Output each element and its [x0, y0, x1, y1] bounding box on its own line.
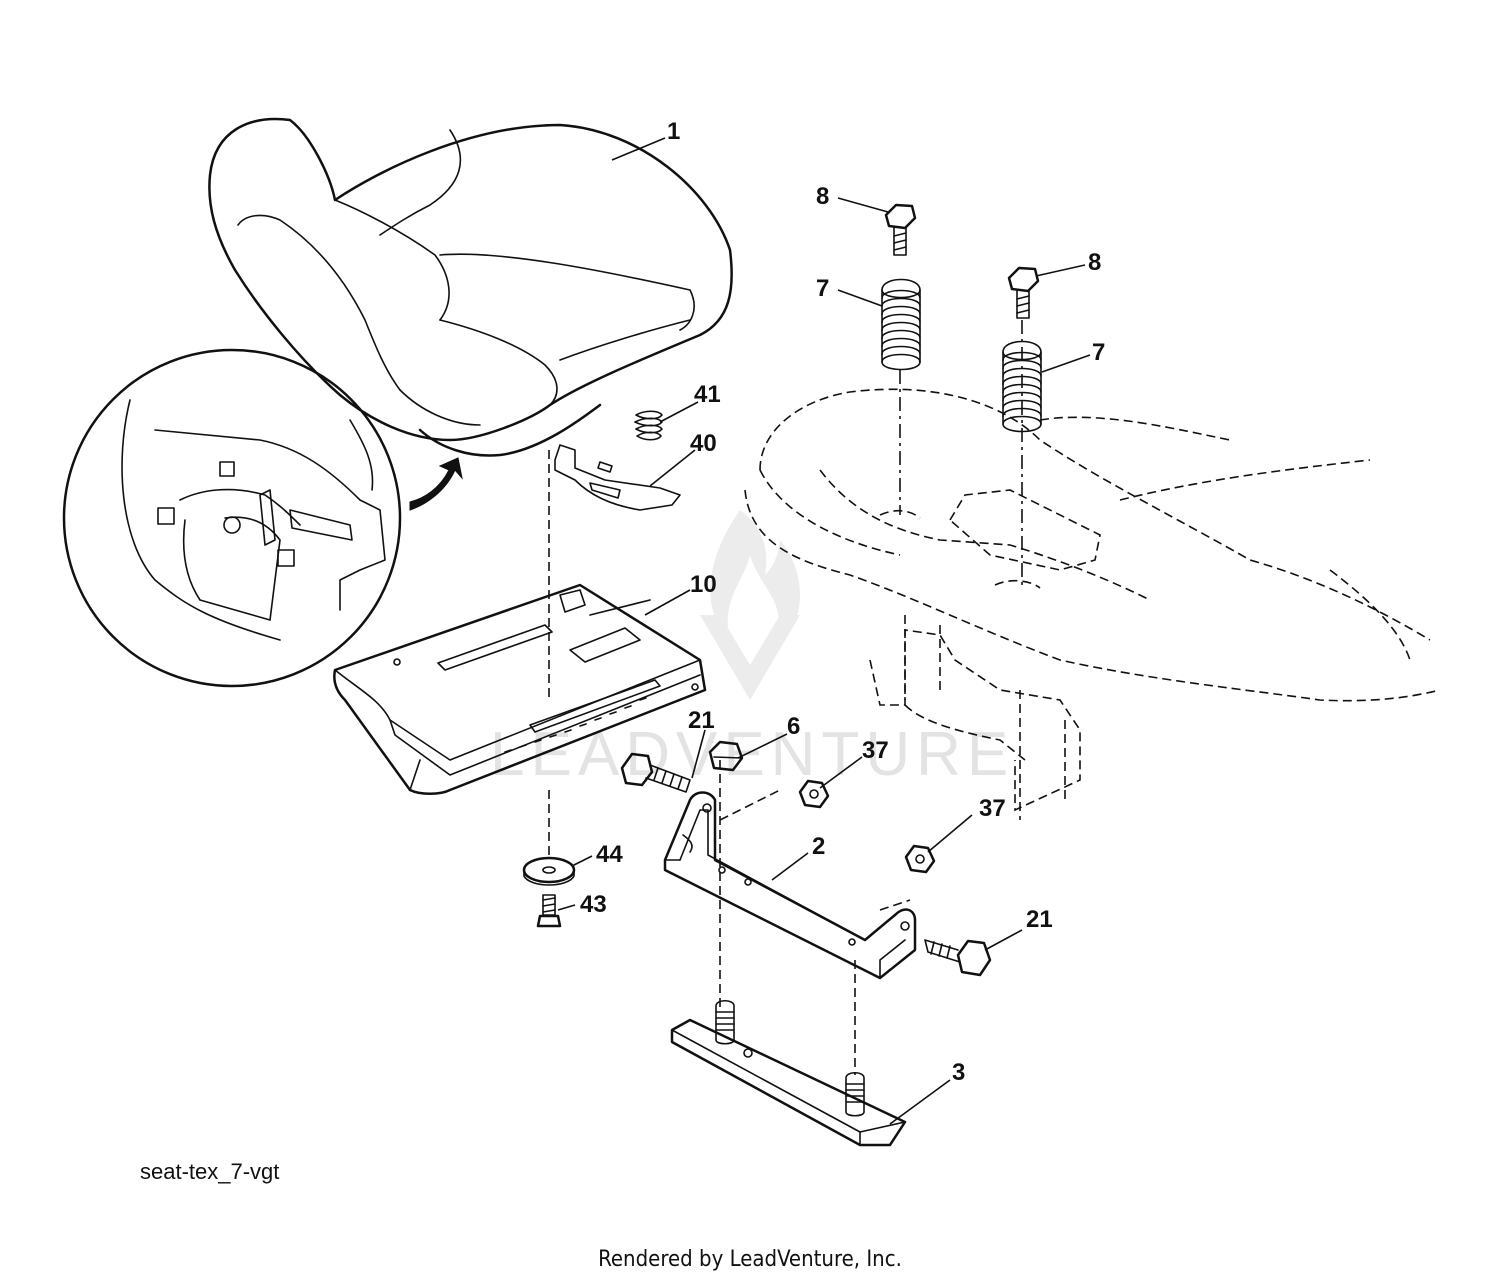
bolt-part-8-a — [884, 203, 917, 256]
hex-bolt-part-21-b — [924, 939, 992, 977]
callout-labels: 1 8 8 7 7 41 40 10 21 6 37 37 2 21 44 43… — [580, 118, 1105, 1086]
rotate-arrow-icon — [409, 457, 463, 511]
callout-7: 7 — [816, 275, 829, 302]
alignment-lines — [548, 320, 1023, 1075]
switch-bracket-part-40 — [554, 444, 681, 511]
spring-part-7-b — [1002, 340, 1042, 433]
nut-part-6 — [708, 740, 744, 772]
nut-part-37-a — [798, 779, 830, 809]
callout-3: 3 — [952, 1059, 965, 1086]
nut-part-37-b — [904, 844, 936, 874]
callout-43: 43 — [580, 891, 607, 918]
footer-credit: Rendered by LeadVenture, Inc. — [598, 1247, 902, 1272]
watermark-text: LEADVENTURE — [490, 720, 1014, 789]
callout-2: 2 — [812, 833, 825, 860]
diagram-code: seat-tex_7-vgt — [140, 1159, 279, 1184]
callout-37: 37 — [862, 737, 889, 764]
watermark: LEADVENTURE — [490, 510, 1014, 789]
detail-inset — [62, 348, 463, 688]
callout-40: 40 — [690, 430, 717, 457]
tractor-frame-outline — [744, 388, 1441, 820]
watermark-flame-logo — [700, 510, 800, 700]
callout-10: 10 — [690, 571, 717, 598]
callout-8: 8 — [1088, 249, 1101, 276]
callout-8: 8 — [816, 183, 829, 210]
hex-bolt-part-21-a — [620, 752, 691, 793]
callout-44: 44 — [596, 841, 623, 868]
screw-part-43 — [536, 894, 562, 928]
callout-37: 37 — [979, 795, 1006, 822]
seat-part-1 — [208, 117, 733, 457]
bracket-part-2 — [663, 791, 917, 980]
washer-part-44 — [522, 856, 576, 886]
bolt-part-8-b — [1007, 266, 1040, 319]
spring-part-41 — [634, 410, 663, 441]
callout-21: 21 — [688, 707, 715, 734]
callout-6: 6 — [787, 713, 800, 740]
stud-plate-part-3 — [670, 999, 907, 1147]
callout-21: 21 — [1026, 906, 1053, 933]
adjustment-slots — [504, 697, 647, 753]
spring-part-7-a — [881, 278, 921, 371]
seat-pan-part-10 — [333, 583, 707, 795]
callout-7: 7 — [1092, 339, 1105, 366]
callout-41: 41 — [694, 381, 721, 408]
leader-lines — [557, 137, 1091, 1125]
callout-1: 1 — [667, 118, 680, 145]
